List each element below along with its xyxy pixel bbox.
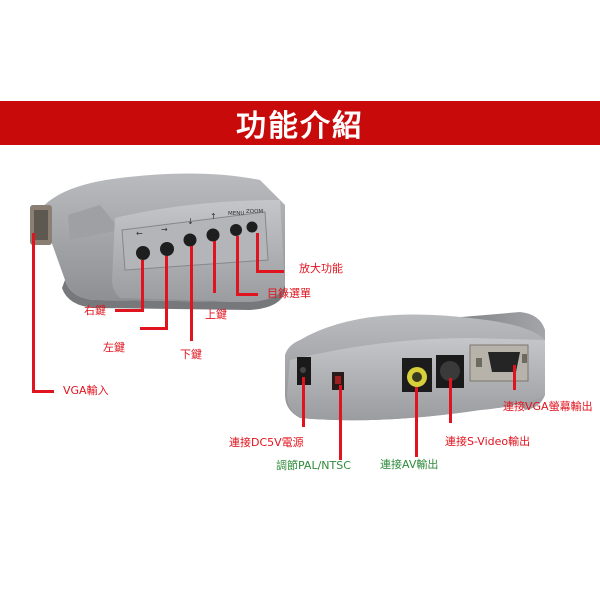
label-up-key: 上鍵 (205, 308, 227, 321)
callout-line (213, 241, 216, 293)
label-zoom-function: 放大功能 (299, 262, 343, 275)
label-menu: 目錄選單 (267, 287, 311, 300)
label-left-key: 左鍵 (103, 341, 125, 354)
callout-line (256, 270, 284, 273)
callout-line (339, 385, 342, 460)
svg-text:→: → (161, 225, 168, 234)
label-av-output: 連接AV輸出 (380, 458, 439, 471)
callout-line (141, 260, 144, 312)
bottom-converter-device (285, 312, 545, 421)
label-down-key: 下鍵 (180, 348, 202, 361)
callout-line (449, 378, 452, 423)
svg-text:↓: ↓ (187, 217, 194, 226)
svg-text:↑: ↑ (210, 212, 217, 221)
svg-text:←: ← (136, 229, 143, 238)
callout-line (32, 390, 54, 393)
callout-line (415, 387, 418, 457)
callout-line (256, 233, 259, 273)
callout-line (190, 246, 193, 341)
callout-line (236, 293, 258, 296)
label-right-key: 右鍵 (84, 304, 106, 317)
svg-text:MENU: MENU (228, 211, 244, 217)
banner-title: 功能介紹 (236, 109, 364, 144)
callout-line (236, 236, 239, 296)
callout-line (32, 233, 35, 393)
top-converter-device: ← → ↓ ↑ MENU ZOOM (30, 173, 285, 310)
callout-line (140, 327, 168, 330)
callout-line (115, 309, 144, 312)
section-banner: 功能介紹 (0, 101, 600, 145)
callout-line (302, 377, 305, 427)
label-vga-input: VGA輸入 (63, 384, 109, 397)
label-dc5v-power: 連接DC5V電源 (229, 436, 304, 449)
label-vga-output: 連接VGA螢幕輸出 (503, 400, 593, 413)
label-pal-ntsc: 調節PAL/NTSC (276, 459, 351, 472)
callout-line (513, 365, 516, 390)
svg-text:ZOOM: ZOOM (246, 209, 263, 215)
label-s-video-output: 連接S-Video輸出 (445, 435, 531, 448)
callout-line (165, 256, 168, 330)
